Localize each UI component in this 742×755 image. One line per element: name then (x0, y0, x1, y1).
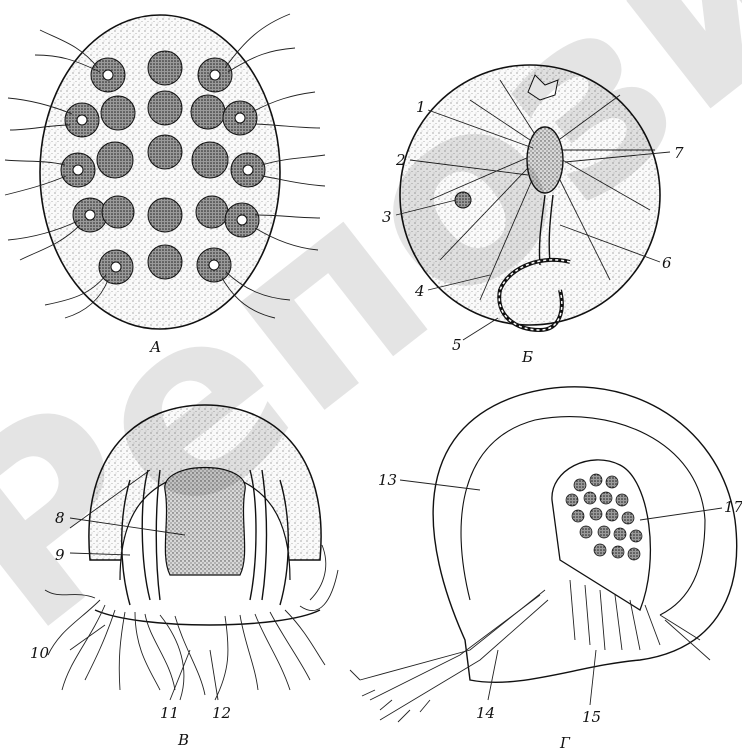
panel-v-label: В (177, 731, 189, 749)
callout-14: 14 (476, 704, 495, 722)
callout-12: 12 (212, 704, 231, 722)
callout-13: 13 (378, 471, 397, 489)
callout-6: 6 (662, 254, 672, 272)
callout-15: 15 (582, 708, 601, 726)
panel-g-label: Г (559, 734, 571, 752)
panel-g-drawing: 13 17 14 15 Г (350, 387, 742, 752)
callout-17: 17 (724, 498, 742, 516)
panel-b-label: Б (521, 348, 533, 366)
callout-11: 11 (160, 704, 179, 722)
